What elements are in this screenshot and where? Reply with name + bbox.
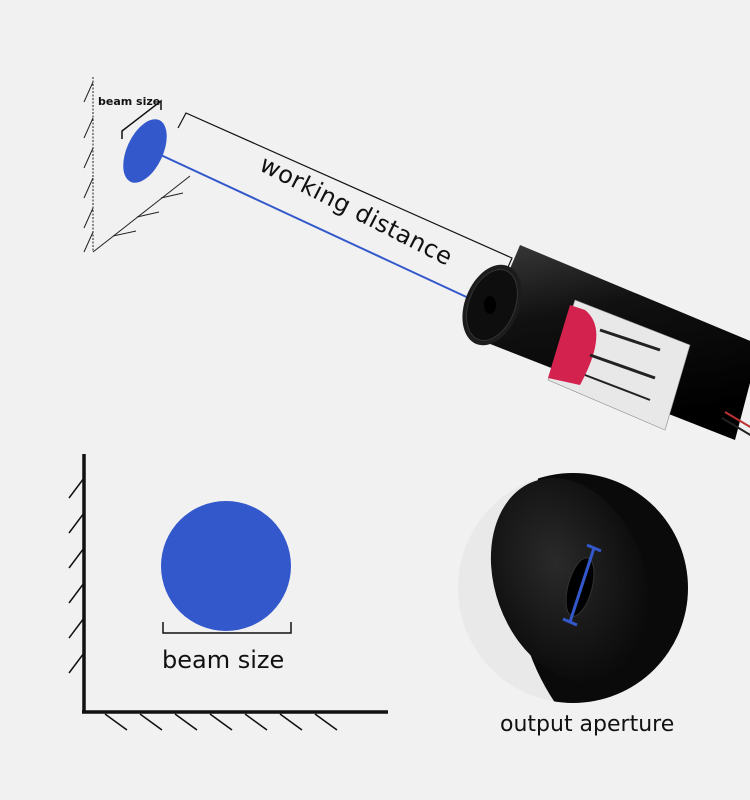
beam-size-bracket-small [121,99,162,139]
beam-size-label-small: beam size [98,95,161,108]
beam-spot-small [123,119,167,183]
laser-module-photo [462,245,750,440]
laser-beam [149,149,489,308]
wall-top [83,77,191,253]
wall-bottom [68,454,388,731]
beam-spot-large [161,501,291,631]
beam-size-label-large: beam size [162,646,285,674]
beam-size-bracket-large [162,622,292,634]
aperture-dimension-marker [562,543,602,627]
aperture-closeup-photo [458,473,688,703]
output-aperture-label: output aperture [500,712,675,737]
